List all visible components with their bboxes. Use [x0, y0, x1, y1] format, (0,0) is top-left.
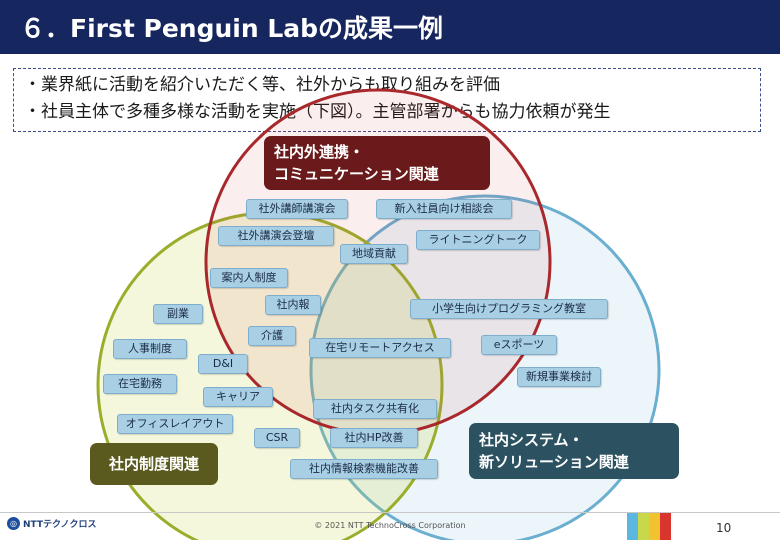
- activity-tag: 副業: [153, 304, 203, 324]
- activity-tag: 介護: [248, 326, 296, 346]
- color-bar: [660, 513, 671, 540]
- copyright: © 2021 NTT TechnoCross Corporation: [314, 521, 466, 530]
- activity-tag: 在宅リモートアクセス: [309, 338, 451, 358]
- activity-tag: オフィスレイアウト: [117, 414, 233, 434]
- activity-tag: eスポーツ: [481, 335, 557, 355]
- activity-tag: 社外講演会登壇: [218, 226, 334, 246]
- activity-tag: ライトニングトーク: [416, 230, 540, 250]
- title-bar: [0, 0, 780, 54]
- company-logo: ◎ NTTテクノクロス: [7, 517, 96, 530]
- activity-tag: D&I: [198, 354, 248, 374]
- activity-tag: 社内タスク共有化: [313, 399, 437, 419]
- activity-tag: 人事制度: [113, 339, 187, 359]
- activity-tag: CSR: [254, 428, 300, 448]
- group-label-external: 社内外連携・ コミュニケーション関連: [264, 136, 490, 190]
- activity-tag: 社内報: [265, 295, 321, 315]
- brand-color-bars: [627, 513, 671, 540]
- activity-tag: 地域貢献: [340, 244, 408, 264]
- logo-icon: ◎: [7, 517, 20, 530]
- group-label-hr: 社内制度関連: [90, 443, 218, 485]
- activity-tag: 小学生向けプログラミング教室: [410, 299, 608, 319]
- page-title: ６．First Penguin Labの成果一例: [20, 14, 444, 43]
- logo-text: NTTテクノクロス: [23, 520, 97, 530]
- color-bar: [649, 513, 660, 540]
- page-number: 10: [716, 521, 732, 535]
- summary-box: ・業界紙に活動を紹介いただく等、社外からも取り組みを評価 ・社員主体で多種多様な…: [13, 68, 761, 132]
- group-label-system: 社内システム・ 新ソリューション関連: [469, 423, 679, 479]
- activity-tag: 社外講師講演会: [246, 199, 348, 219]
- activity-tag: 在宅勤務: [103, 374, 177, 394]
- color-bar: [638, 513, 649, 540]
- footer-divider: [0, 512, 780, 513]
- activity-tag: キャリア: [203, 387, 273, 407]
- color-bar: [627, 513, 638, 540]
- activity-tag: 社内HP改善: [330, 428, 418, 448]
- activity-tag: 新入社員向け相談会: [376, 199, 512, 219]
- activity-tag: 案内人制度: [210, 268, 288, 288]
- activity-tag: 新規事業検討: [517, 367, 601, 387]
- activity-tag: 社内情報検索機能改善: [290, 459, 438, 479]
- summary-bullet: ・社員主体で多種多様な活動を実施（下図）。主管部署からも協力依頼が発生: [24, 102, 611, 122]
